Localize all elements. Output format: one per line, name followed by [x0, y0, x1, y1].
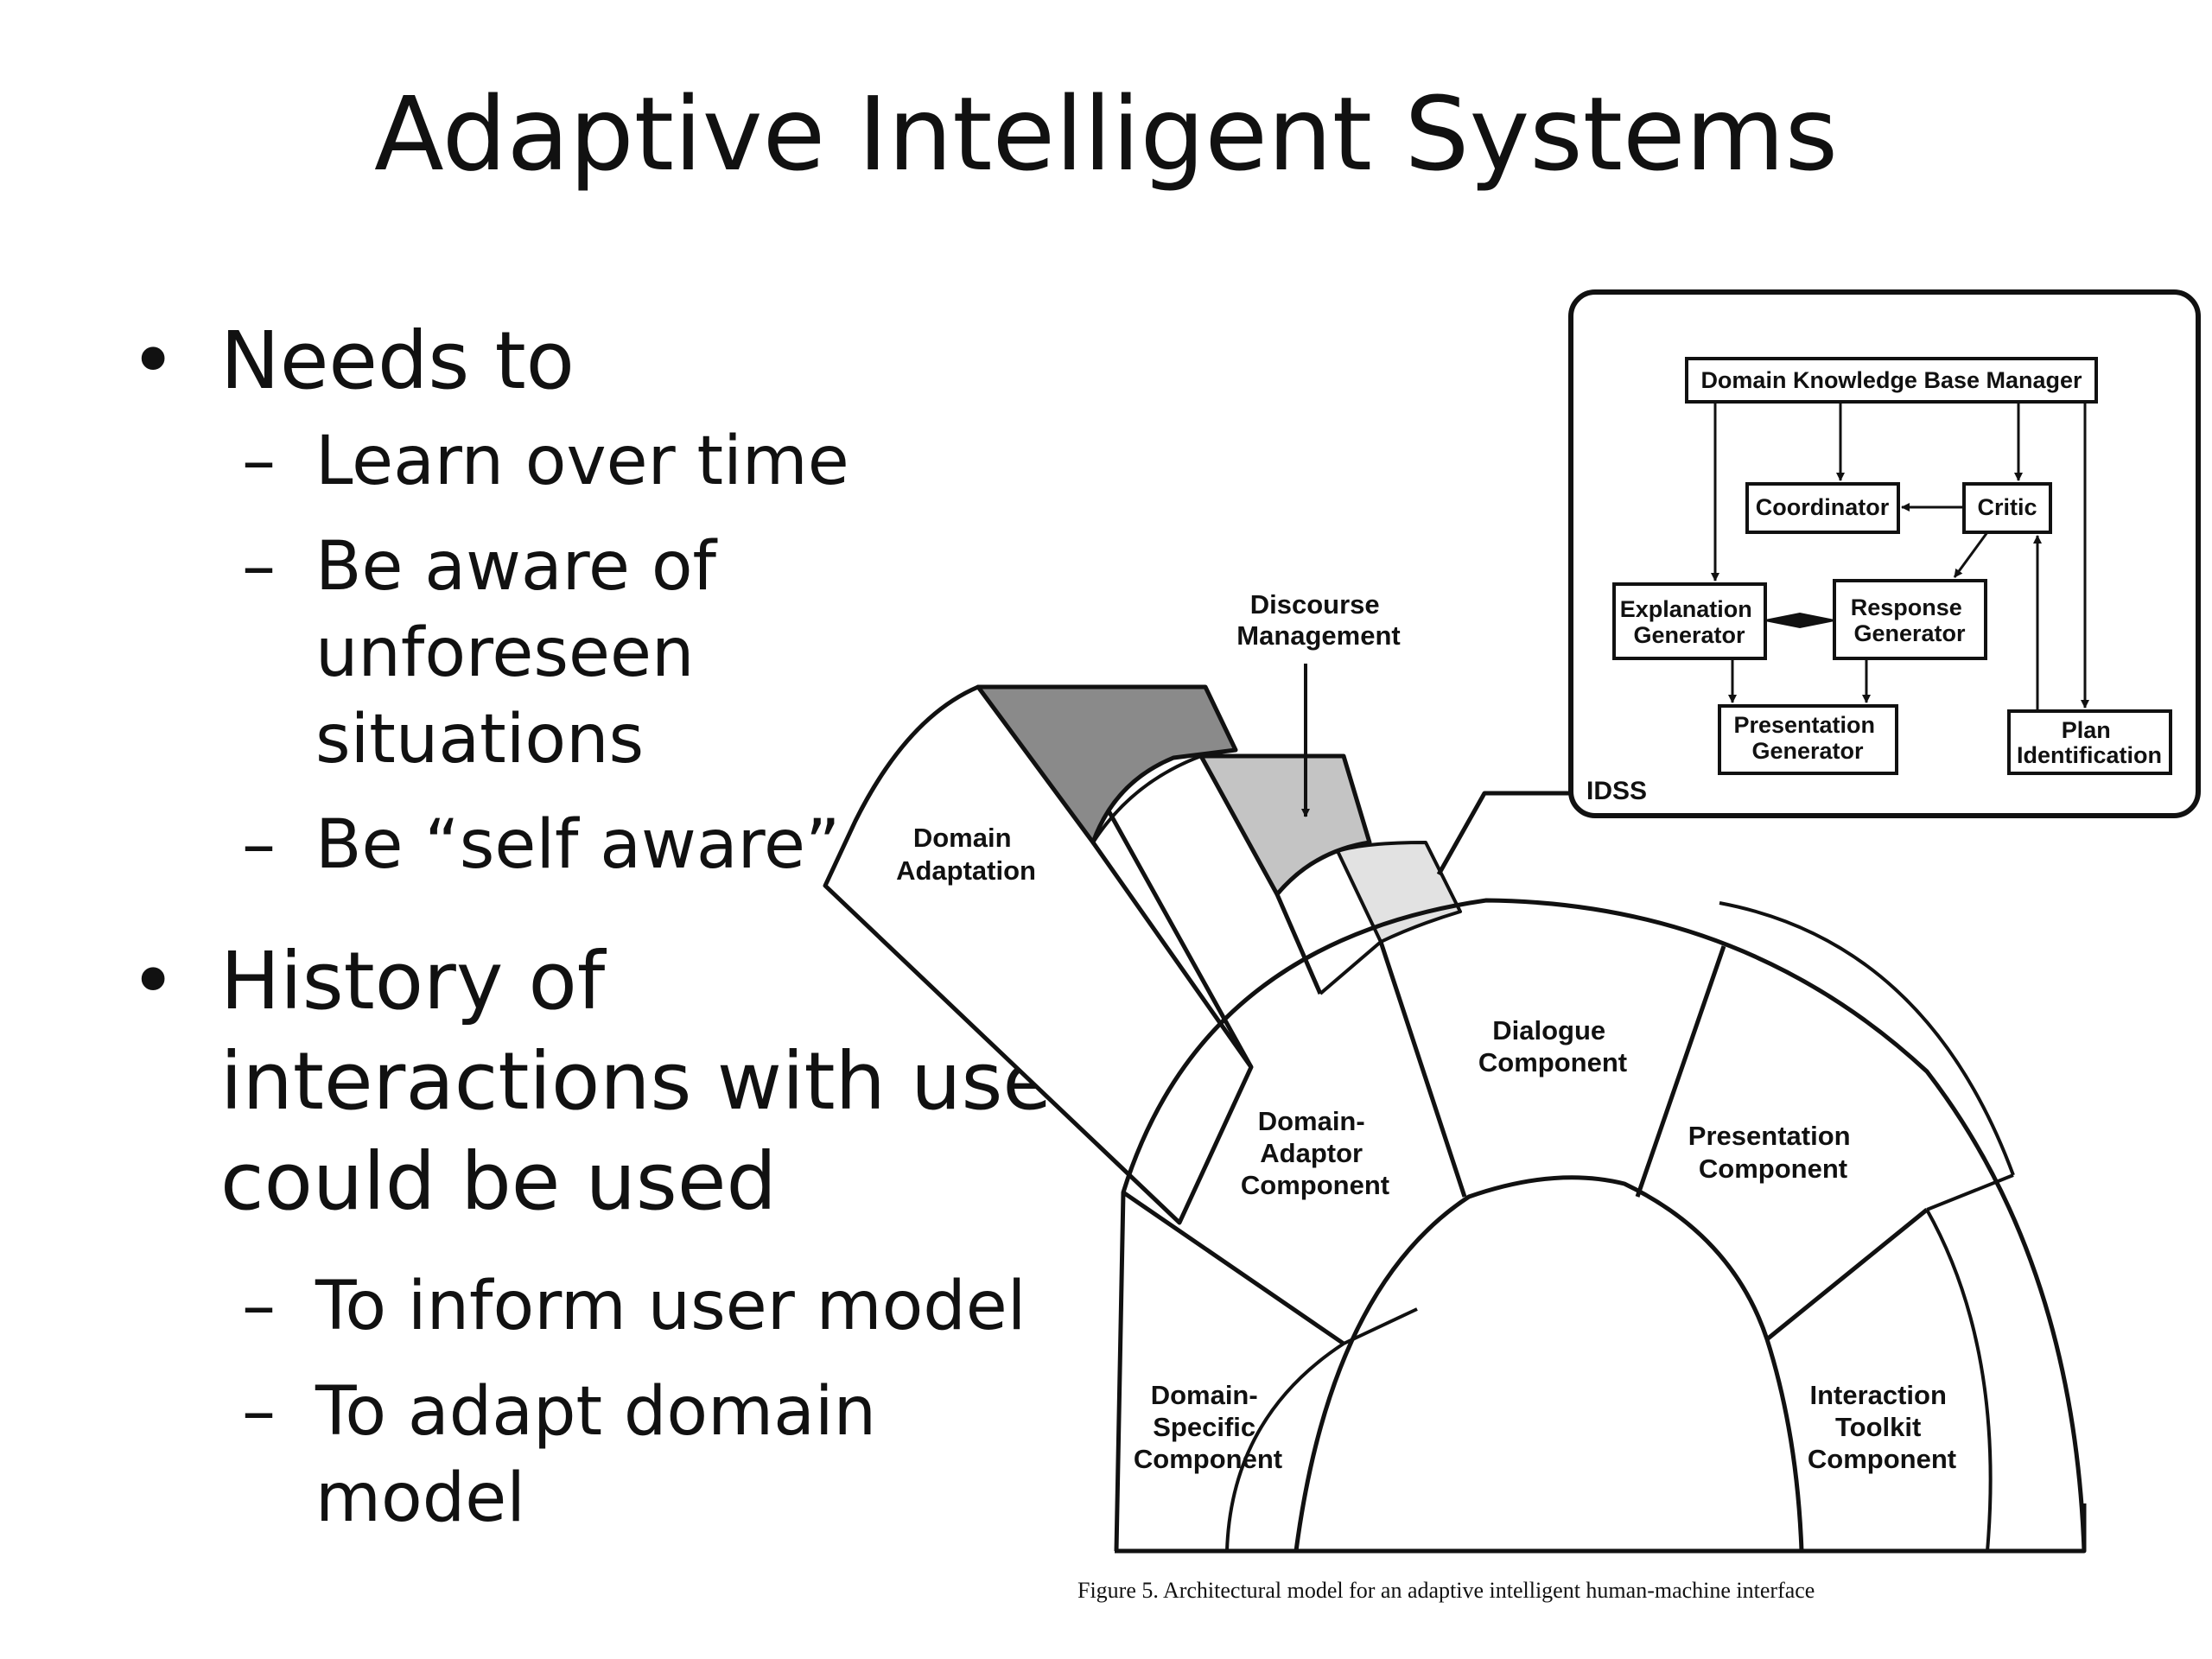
box-presentation-gen: [1718, 704, 1898, 775]
label-explanation-generator: Explanation Generator: [1620, 596, 1759, 648]
box-dkbm: [1685, 357, 2098, 404]
idss-box: [1568, 289, 2201, 818]
label-domain-adaptation: Domain Adaptation: [896, 823, 1036, 886]
label-presentation-generator: Presentation Generator: [1733, 712, 1881, 764]
sub-bullet-learn: Learn over time: [130, 418, 1123, 505]
domain-adaptation-top-shaded: [976, 684, 1238, 845]
sub-bullet-self-aware: Be “self aware”: [130, 802, 1123, 888]
bullet-history: History of interactions with user could …: [130, 931, 1084, 1232]
label-dkbm: Domain Knowledge Base Manager: [1700, 367, 2082, 393]
label-discourse-management: Discourse Management: [1236, 589, 1400, 651]
domain-adaptation-slab: [823, 684, 1254, 1225]
box-critic: [1962, 482, 2052, 534]
arch-diagram: [823, 664, 2087, 1554]
box-plan: [2007, 709, 2172, 775]
label-dialogue: Dialogue Component: [1478, 1015, 1627, 1077]
box-coordinator: [1745, 482, 1900, 534]
label-interaction-toolkit: Interaction Toolkit Component: [1808, 1380, 1956, 1474]
label-response-generator: Response Generator: [1851, 594, 1969, 646]
label-critic: Critic: [1977, 494, 2037, 520]
sub-bullet-aware: Be aware of unforeseen situations: [130, 524, 799, 783]
bullet-needs-to: Needs to: [130, 311, 1123, 411]
label-domain-adaptor: Domain- Adaptor Component: [1241, 1106, 1389, 1200]
slide-title: Adaptive Intelligent Systems: [373, 74, 1839, 194]
sub-bullet-domain-model: To adapt domain model: [130, 1369, 972, 1541]
box-explanation: [1612, 582, 1767, 660]
arch-inner: [1294, 1175, 1804, 1552]
figure-caption: Figure 5. Architectural model for an ada…: [1077, 1578, 1815, 1603]
discourse-top-shaded: [1198, 753, 1372, 897]
arch-outer: [1114, 898, 2087, 1552]
bullet-list: Needs to Learn over time Be aware of unf…: [130, 311, 1123, 1560]
label-presentation: Presentation Component: [1688, 1121, 1858, 1184]
label-plan-identification: Plan Identification: [2017, 717, 2162, 768]
sub-bullet-user-model: To inform user model: [130, 1263, 1123, 1350]
idss-slab-light: [1336, 841, 1462, 944]
label-coordinator: Coordinator: [1756, 494, 1890, 520]
label-domain-specific: Domain- Specific Component: [1134, 1380, 1282, 1474]
box-response: [1833, 579, 1987, 660]
label-idss: IDSS: [1586, 777, 1647, 805]
